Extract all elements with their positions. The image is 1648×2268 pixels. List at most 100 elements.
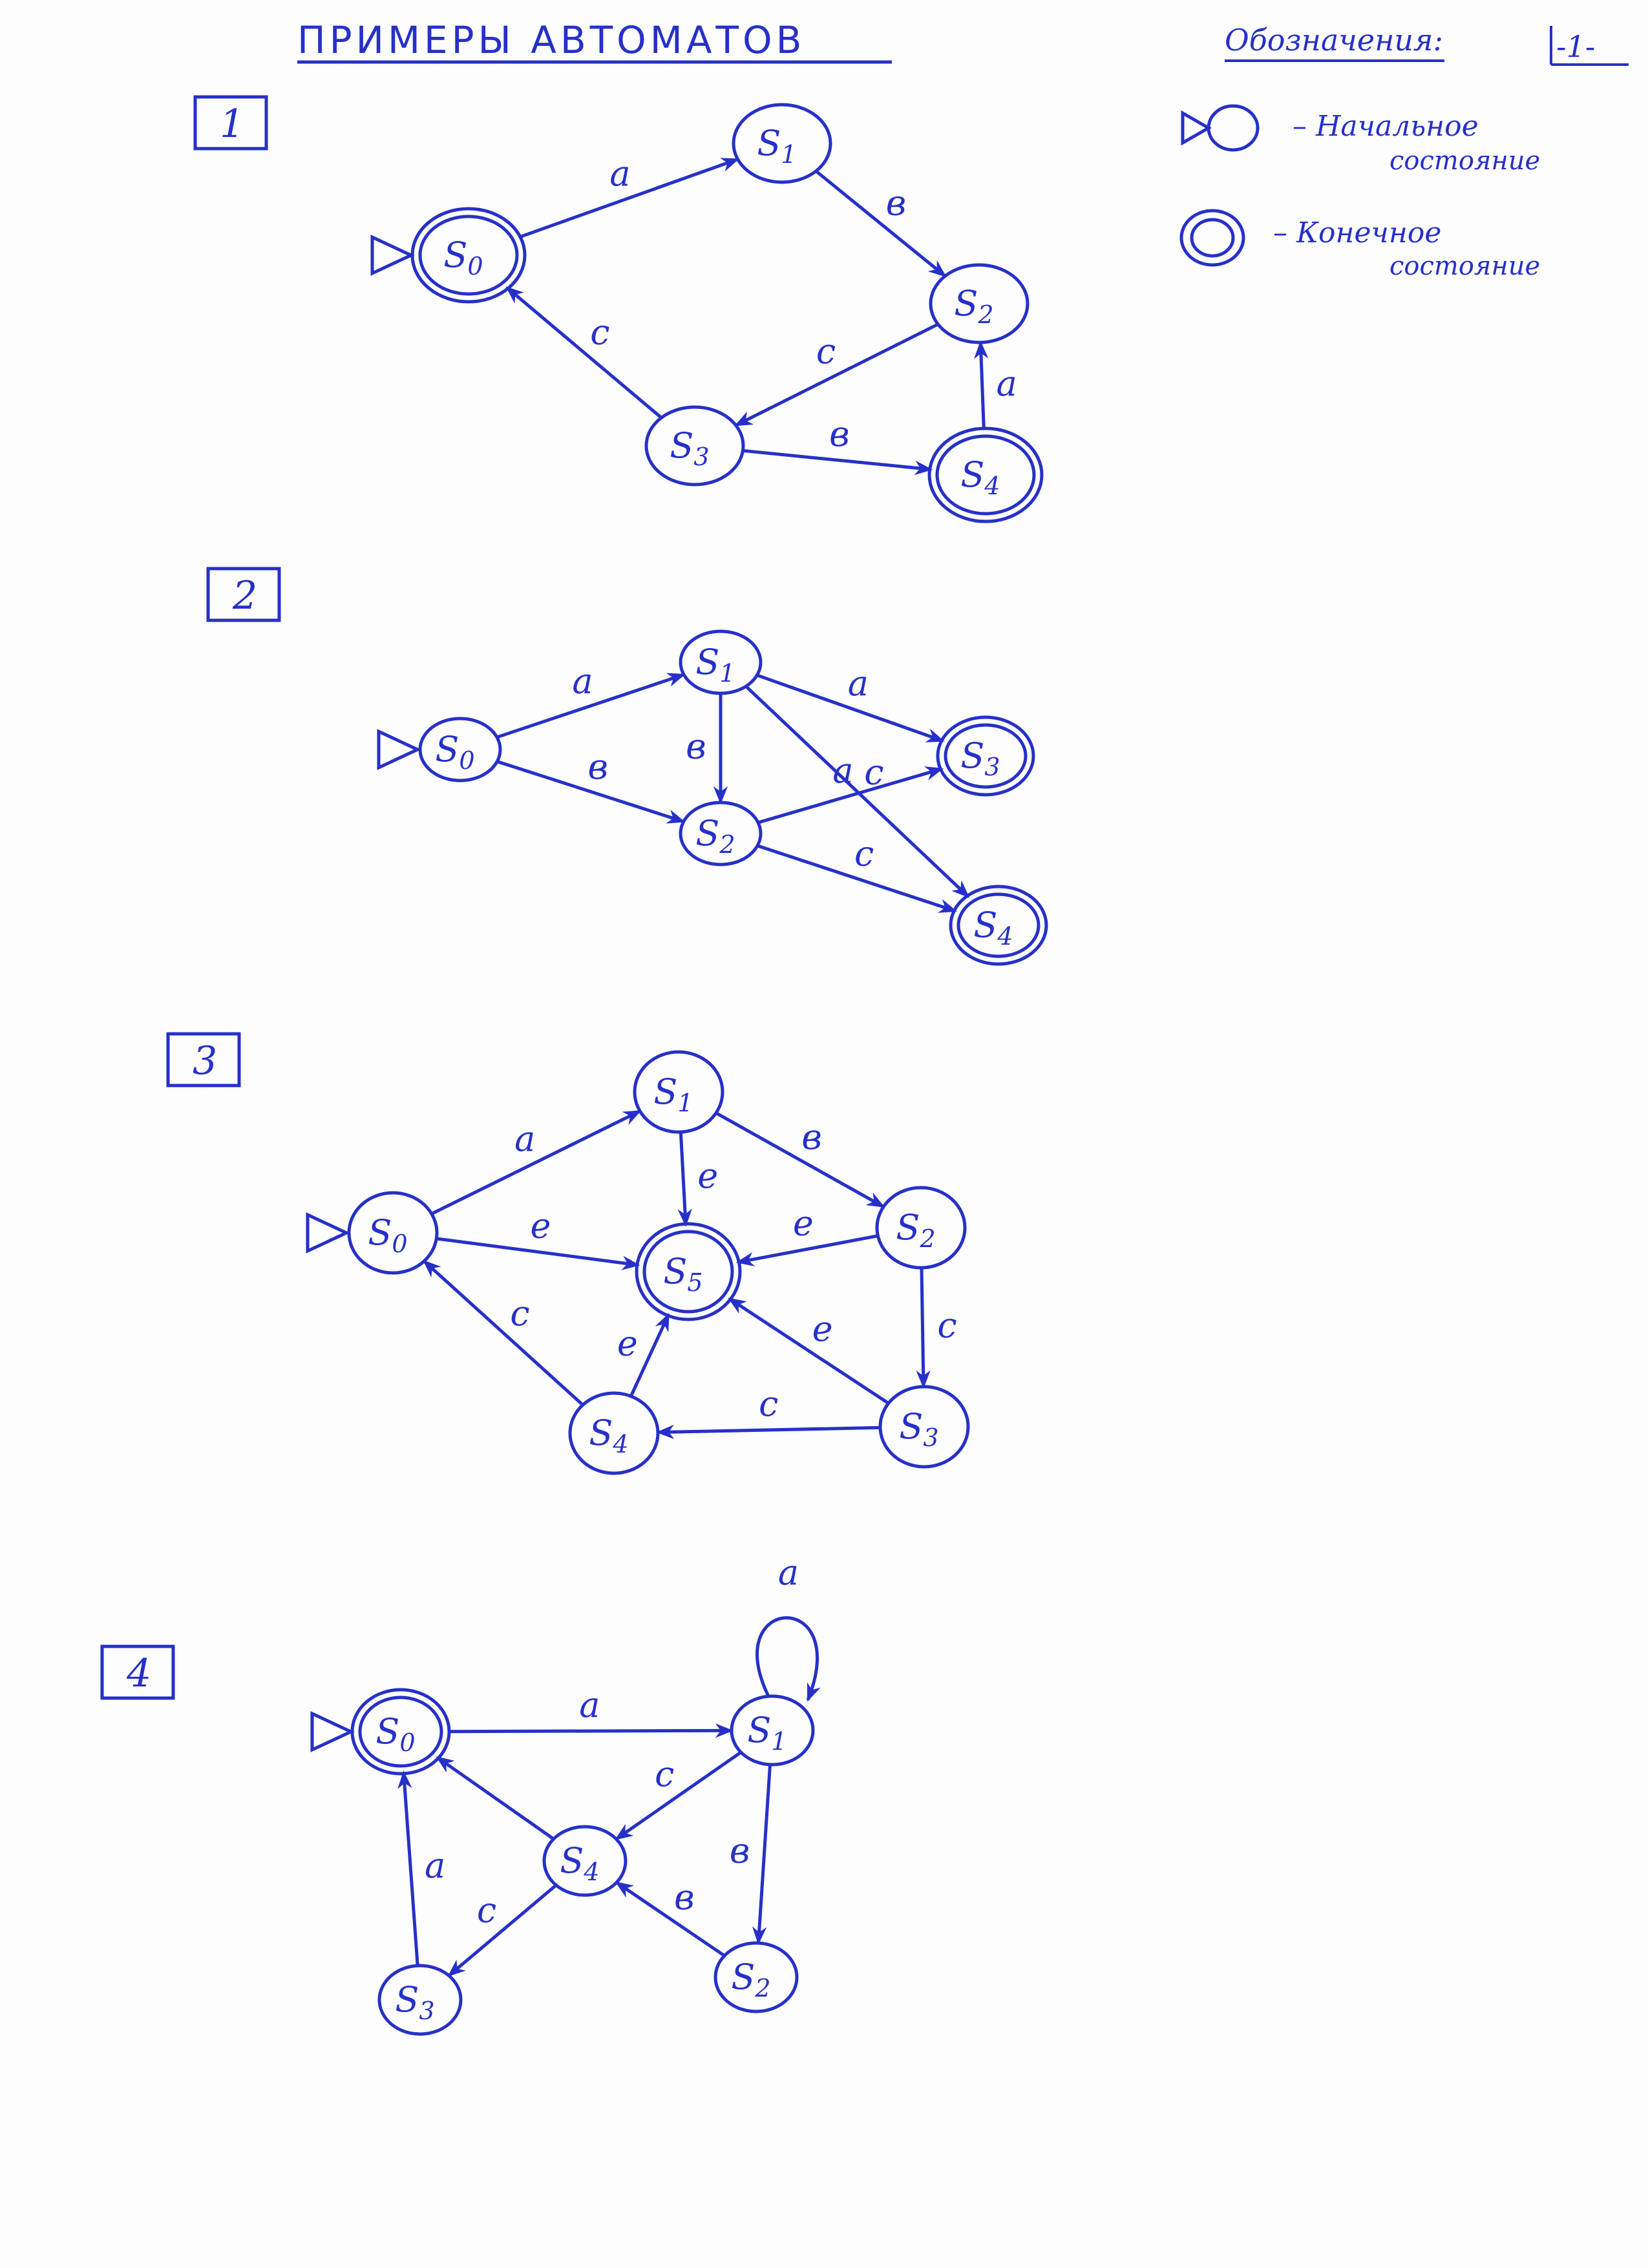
diagram-number-box: 1 xyxy=(193,95,268,151)
state-label: S2 xyxy=(731,1957,770,2002)
transition-line xyxy=(505,286,662,419)
transition-line xyxy=(916,1267,931,1389)
state-s4: S4 xyxy=(568,1391,660,1475)
final-state-ring xyxy=(927,426,1044,523)
transition-label: c xyxy=(655,1754,674,1794)
transition-label: e xyxy=(793,1203,814,1244)
state-s2: S2 xyxy=(679,801,763,866)
self-loop-line xyxy=(755,1616,821,1702)
transition-s4-s3: c xyxy=(447,1884,558,1977)
transition-s0-s1: a xyxy=(518,153,740,239)
transition-label: e xyxy=(617,1323,638,1364)
final-state-ring xyxy=(936,715,1035,797)
transition-s1-s5: e xyxy=(677,1131,718,1227)
state-circle xyxy=(568,1391,660,1475)
transition-s3-s0: c xyxy=(505,286,662,419)
final-state-symbol xyxy=(1179,209,1245,267)
diagram-number-box: 4 xyxy=(100,1644,175,1700)
transition-s2-s4: в xyxy=(615,1877,726,1957)
transition-s0-s1: a xyxy=(496,660,686,739)
transition-s0-s2: в xyxy=(496,746,686,824)
transition-line xyxy=(397,1770,419,1966)
state-s2: S2 xyxy=(875,1186,967,1270)
transition-s4-s0 xyxy=(436,1756,555,1841)
state-circle xyxy=(644,405,745,487)
transition-label: c xyxy=(937,1305,956,1345)
final-state-ring xyxy=(635,1222,742,1321)
legend-start-label-2: состояние xyxy=(1389,146,1540,176)
transition-s1-s1: a xyxy=(755,1552,821,1702)
state-s3: S3 xyxy=(377,1964,463,2036)
transition-line xyxy=(734,322,939,427)
page-header: ПРИМЕРЫ АВТОМАТОВ Обозначения: -1- xyxy=(297,18,1629,66)
transition-s2-s3: a xyxy=(757,750,944,824)
state-label: S3 xyxy=(899,1406,938,1452)
transition-s2-s3: c xyxy=(916,1267,957,1389)
state-s4: S4 xyxy=(542,1825,628,1897)
legend-start-label: – Начальное xyxy=(1293,110,1479,143)
transition-line xyxy=(756,673,945,743)
transition-s3-s5: e xyxy=(728,1297,890,1405)
transition-s3-s4: c xyxy=(656,1383,881,1440)
transition-label: c xyxy=(854,833,874,874)
state-s1: S1 xyxy=(732,103,832,184)
transition-line xyxy=(974,341,989,430)
state-s2: S2 xyxy=(929,263,1030,344)
transition-s2-s4: c xyxy=(757,833,958,913)
diagram-number: 2 xyxy=(232,573,257,618)
transition-line xyxy=(629,1312,670,1397)
transition-s1-s2: в xyxy=(715,1111,885,1208)
transition-label: в xyxy=(587,746,607,787)
transition-label: a xyxy=(832,750,853,791)
transition-label: a xyxy=(579,1685,600,1725)
transition-label: c xyxy=(759,1383,778,1424)
transition-label: e xyxy=(531,1206,551,1246)
transition-label: a xyxy=(778,1552,799,1593)
transition-label: e xyxy=(812,1308,833,1349)
start-marker xyxy=(377,729,421,770)
transition-s1-s2: в xyxy=(686,693,728,804)
transition-label: c xyxy=(590,312,609,353)
state-s1: S1 xyxy=(730,1694,815,1767)
page-number-text: -1- xyxy=(1556,29,1595,64)
diagram-number-box: 2 xyxy=(206,567,281,622)
state-label: S4 xyxy=(973,905,1013,950)
state-s3: S3 xyxy=(878,1385,970,1469)
transition-s4-s2: a xyxy=(974,341,1017,430)
state-s0: S0 xyxy=(310,1688,451,1776)
transition-line xyxy=(757,844,958,913)
state-label: S0 xyxy=(375,1711,415,1757)
transition-s4-s5: e xyxy=(617,1312,670,1397)
transition-s1-s2: в xyxy=(815,169,947,278)
start-marker xyxy=(306,1212,350,1254)
transition-label: c xyxy=(816,331,836,372)
state-circle xyxy=(542,1825,628,1897)
transition-s0-s5: e xyxy=(436,1206,640,1270)
transition-s1-s2: в xyxy=(730,1764,772,1945)
transition-line xyxy=(743,448,933,476)
transition-line xyxy=(447,1723,734,1738)
diagram-number: 3 xyxy=(193,1038,217,1084)
transition-line xyxy=(436,1756,555,1841)
transition-label: в xyxy=(674,1877,694,1918)
transition-line xyxy=(752,1764,772,1945)
state-s4: S4 xyxy=(949,885,1048,966)
state-circle xyxy=(418,215,519,296)
transition-label: в xyxy=(801,1117,821,1157)
state-circle xyxy=(679,629,763,695)
transition-s4-s0: c xyxy=(423,1259,584,1407)
transition-line xyxy=(715,1111,885,1208)
transition-line xyxy=(656,1424,881,1440)
state-s4: S4 xyxy=(927,426,1044,523)
transition-line xyxy=(496,673,686,739)
diagram-number-box: 3 xyxy=(166,1032,241,1087)
transition-line xyxy=(728,1297,890,1405)
state-circle xyxy=(878,1385,970,1469)
page-title: ПРИМЕРЫ АВТОМАТОВ xyxy=(297,18,805,62)
transition-line xyxy=(436,1237,640,1270)
state-s1: S1 xyxy=(679,629,763,695)
legend-title: Обозначения: xyxy=(1225,23,1443,58)
